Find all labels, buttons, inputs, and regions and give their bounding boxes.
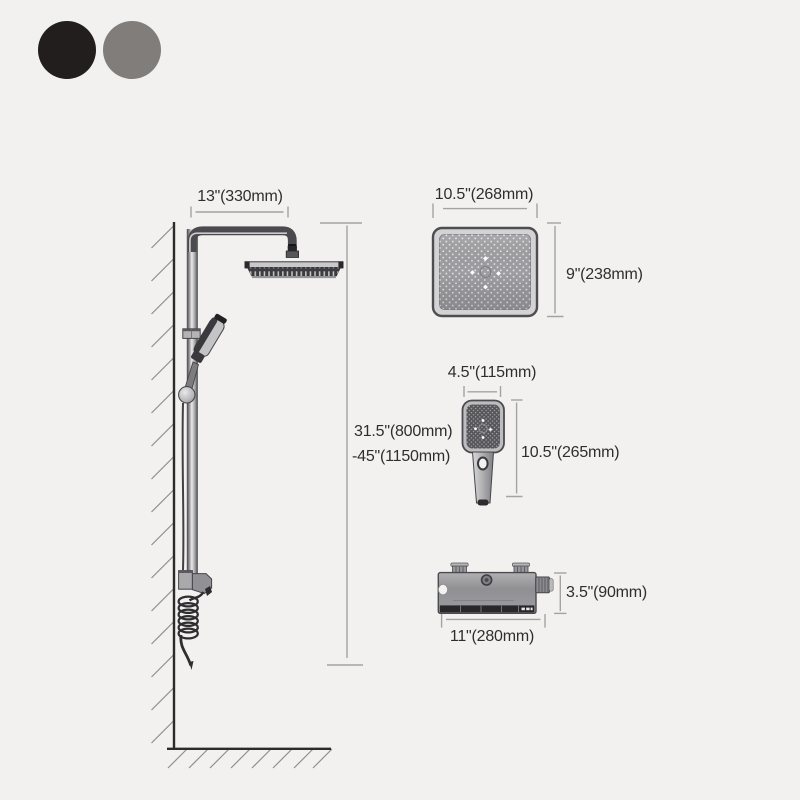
coiled-hose [177,591,205,670]
overhead-width-dimension [432,203,538,218]
overhead-shower-side-view [244,261,344,279]
shower-arm-highlight [189,232,287,252]
valve-front-view [437,562,567,628]
valve-control-strip [439,605,535,613]
valve-height-label: 3.5"(90mm) [566,584,648,601]
valve-width-label: 11"(280mm) [449,628,535,645]
handheld-mode-ring [478,423,488,434]
overhead-height-label: 9"(238mm) [566,266,643,283]
handheld-shower-side-view [191,313,227,363]
column-width-dimension [190,206,289,218]
overhead-shower-front-view [431,203,564,318]
handle-hole [477,456,489,471]
overhead-height-dimension [547,222,564,318]
head-connector [285,244,300,258]
overhead-width-label: 10.5"(268mm) [434,186,534,203]
valve-side-view [178,570,213,596]
spray-mode-ring [479,265,492,279]
shower-arm [187,226,297,252]
valve-right-knob [535,576,554,594]
shower-hose [181,402,185,571]
handheld-height-label: 10.5"(265mm) [521,444,620,461]
handheld-width-dimension [463,386,502,397]
valve-height-dimension [554,572,567,615]
valve-left-port [437,583,448,596]
valve-width-dimension [440,614,546,628]
column-width-label: 13"(330mm) [197,188,283,205]
valve-button-center [484,578,489,582]
color-swatch-black[interactable] [38,21,96,79]
valve-top-connectors [450,562,531,574]
column-height-label-line1: 31.5"(800mm) [354,423,453,440]
handheld-nozzle-dots [474,419,492,439]
slide-bracket [182,328,201,339]
wall-hatching [151,225,174,744]
column-height-dimension [320,222,363,666]
floor-hatching [167,748,333,769]
slider-knob [178,386,196,404]
handheld-width-label: 4.5"(115mm) [447,364,537,381]
handle-inlet [477,499,489,506]
shower-column-illustration [177,206,363,670]
handheld-shower-front-view [461,386,523,506]
handheld-height-dimension [506,399,523,498]
color-swatch-gray[interactable] [103,21,161,79]
riser-pipe [186,229,198,575]
wall-section [151,222,333,769]
column-height-label-line2: -45"(1150mm) [352,448,451,465]
